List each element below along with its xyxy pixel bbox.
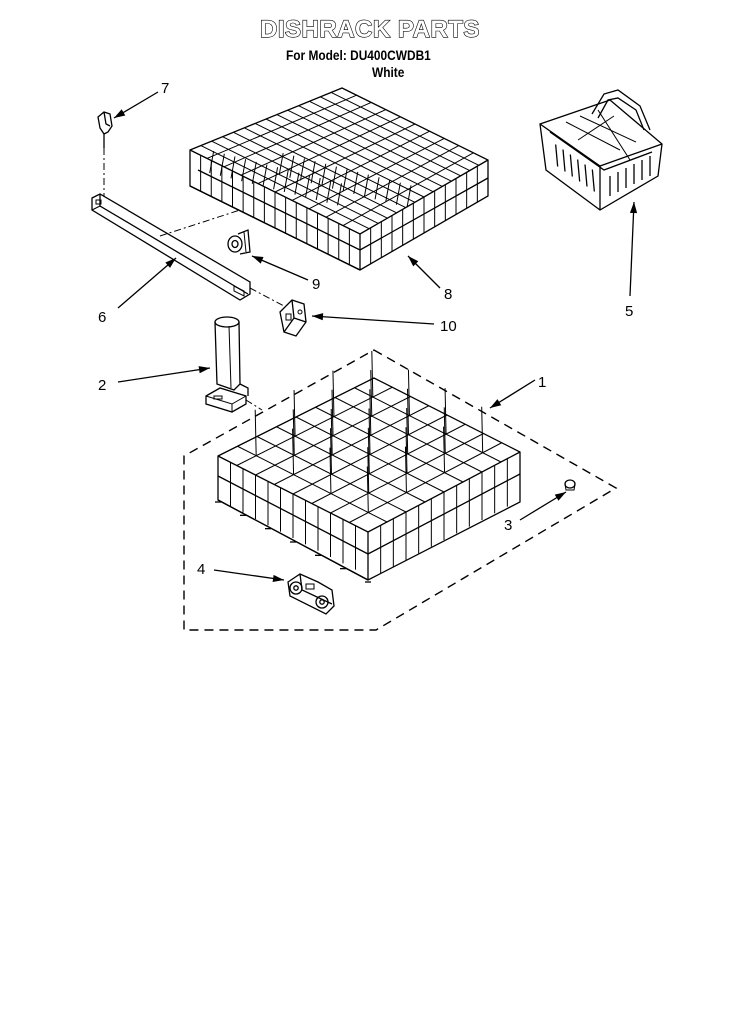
callout-6: 6	[98, 309, 106, 326]
callout-10: 10	[440, 318, 457, 335]
model-color: White	[372, 64, 405, 80]
part-5-silverware-basket	[539, 89, 663, 211]
callout-1: 1	[538, 374, 546, 391]
callout-8: 8	[444, 286, 452, 303]
part-4-lower-rack-roller	[287, 573, 335, 615]
callout-3: 3	[504, 517, 512, 534]
callout-4: 4	[197, 561, 205, 578]
part-9-rack-roller	[227, 229, 251, 255]
callout-5: 5	[625, 303, 633, 320]
part-2-stem-tower	[205, 316, 263, 413]
part-10-track-stop	[279, 299, 307, 337]
callout-2: 2	[98, 377, 106, 394]
diagram-title: DISHRACK PARTS	[259, 15, 480, 43]
part-6-rack-track	[91, 193, 285, 307]
part-7-rack-clip	[97, 111, 113, 196]
callout-9: 9	[312, 276, 320, 293]
leader-lines	[113, 91, 638, 583]
callout-7: 7	[161, 80, 169, 97]
part-1-lower-rack	[215, 351, 521, 583]
lower-rack-envelope	[183, 349, 618, 631]
model-number: For Model: DU400CWDB1	[286, 47, 431, 63]
part-8-upper-rack	[189, 87, 489, 271]
part-3-rack-cap	[564, 479, 576, 491]
callout-labels: 1 2 3 4 5 6 7 8 9 10	[98, 80, 633, 578]
